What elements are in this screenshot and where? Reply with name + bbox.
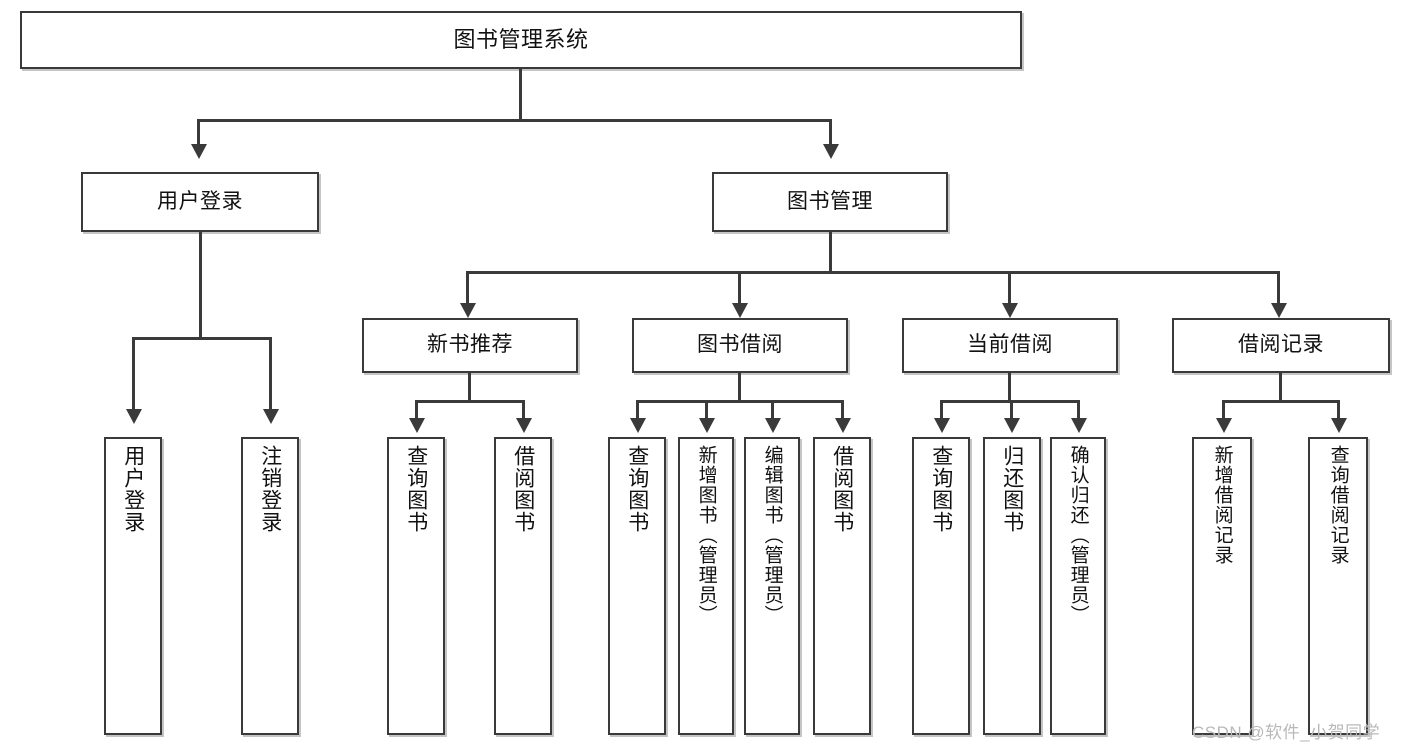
arrow-to-current-borrow — [1002, 303, 1018, 318]
connector-book-borrow-stem — [738, 373, 741, 402]
node-label: 查询借阅记录 — [1327, 445, 1349, 565]
leaf-logout[interactable]: 注销登录 — [241, 437, 299, 735]
arrow-to-leaf-edit-book — [765, 418, 781, 433]
connector-current-borrow-stem — [1008, 373, 1011, 402]
connector-book-manage-bus — [466, 271, 1280, 274]
node-current-borrow[interactable]: 当前借阅 — [902, 318, 1118, 373]
node-label: 图书管理系统 — [453, 27, 589, 53]
node-label: 新增借阅记录 — [1211, 445, 1233, 565]
connector-new-book-stem — [468, 373, 471, 402]
connector-user-login-drop-2 — [269, 337, 272, 411]
node-book-management[interactable]: 图书管理 — [712, 172, 948, 232]
connector-borrow-record-drop-2 — [1337, 400, 1340, 420]
arrow-to-leaf-query-book-1 — [409, 418, 425, 433]
node-label: 注销登录 — [258, 445, 282, 533]
connector-book-borrow-drop-4 — [841, 400, 844, 420]
leaf-edit-book-admin[interactable]: 编辑图书（管理员） — [744, 437, 800, 735]
node-label: 当前借阅 — [967, 333, 1053, 357]
arrow-to-leaf-query-record — [1331, 418, 1347, 433]
connector-to-new-book — [466, 271, 469, 305]
node-label: 编辑图书（管理员） — [761, 445, 783, 625]
node-label: 新书推荐 — [427, 333, 513, 357]
node-label: 借阅图书 — [511, 445, 535, 533]
connector-book-borrow-drop-2 — [705, 400, 708, 420]
leaf-query-borrow-record[interactable]: 查询借阅记录 — [1308, 437, 1368, 735]
node-label: 归还图书 — [1000, 445, 1024, 533]
connector-user-login-bus — [132, 337, 272, 340]
arrow-to-borrow-record — [1271, 303, 1287, 318]
connector-root-to-user-login — [197, 119, 200, 146]
connector-book-borrow-bus — [636, 400, 844, 403]
node-label: 图书借阅 — [697, 333, 783, 357]
node-root-system[interactable]: 图书管理系统 — [20, 11, 1022, 69]
arrow-to-leaf-borrow-book-2 — [835, 418, 851, 433]
connector-to-current-borrow — [1008, 271, 1011, 305]
connector-new-book-drop-2 — [522, 400, 525, 420]
node-new-book-recommend[interactable]: 新书推荐 — [362, 318, 578, 373]
arrow-to-book-borrow — [732, 303, 748, 318]
leaf-borrow-book-recommend[interactable]: 借阅图书 — [494, 437, 552, 735]
leaf-query-book-borrow[interactable]: 查询图书 — [608, 437, 666, 735]
arrow-to-leaf-logout — [263, 409, 279, 424]
connector-root-to-book-manage — [829, 119, 832, 146]
connector-borrow-record-bus — [1222, 400, 1340, 403]
node-borrow-record[interactable]: 借阅记录 — [1172, 318, 1390, 373]
leaf-query-book-recommend[interactable]: 查询图书 — [387, 437, 445, 735]
leaf-query-book-current[interactable]: 查询图书 — [912, 437, 970, 735]
connector-user-login-stem — [199, 232, 202, 339]
leaf-borrow-book-borrow[interactable]: 借阅图书 — [813, 437, 871, 735]
arrow-to-leaf-add-record — [1216, 418, 1232, 433]
node-label: 用户登录 — [157, 189, 243, 213]
connector-to-book-borrow — [738, 271, 741, 305]
leaf-confirm-return-admin[interactable]: 确认归还（管理员） — [1050, 437, 1106, 735]
node-label: 查询图书 — [404, 445, 428, 533]
arrow-to-leaf-query-book-2 — [630, 418, 646, 433]
node-label: 图书管理 — [787, 189, 873, 213]
node-label: 查询图书 — [625, 445, 649, 533]
connector-new-book-drop-1 — [415, 400, 418, 420]
connector-root-stem — [519, 69, 522, 120]
leaf-user-login[interactable]: 用户登录 — [104, 437, 162, 735]
arrow-to-user-login — [191, 144, 207, 159]
connector-to-borrow-record — [1277, 271, 1280, 305]
leaf-add-book-admin[interactable]: 新增图书（管理员） — [678, 437, 734, 735]
arrow-to-book-manage — [823, 144, 839, 159]
node-label: 借阅图书 — [830, 445, 854, 533]
connector-new-book-bus — [415, 400, 525, 403]
node-label: 用户登录 — [121, 445, 145, 533]
watermark: CSDN @软件_小贺同学 — [1192, 723, 1381, 742]
connector-book-borrow-drop-3 — [771, 400, 774, 420]
node-label: 借阅记录 — [1238, 333, 1324, 357]
connector-current-borrow-drop-1 — [940, 400, 943, 420]
connector-current-borrow-drop-2 — [1010, 400, 1013, 420]
arrow-to-leaf-user-login — [126, 409, 142, 424]
node-user-login[interactable]: 用户登录 — [81, 172, 319, 232]
connector-borrow-record-stem — [1279, 373, 1282, 402]
node-label: 确认归还（管理员） — [1067, 445, 1089, 625]
node-label: 查询图书 — [929, 445, 953, 533]
arrow-to-leaf-query-book-3 — [934, 418, 950, 433]
arrow-to-leaf-return-book — [1004, 418, 1020, 433]
connector-current-borrow-drop-3 — [1077, 400, 1080, 420]
node-label: 新增图书（管理员） — [695, 445, 717, 625]
node-book-borrow[interactable]: 图书借阅 — [632, 318, 848, 373]
arrow-to-leaf-add-book — [699, 418, 715, 433]
arrow-to-leaf-confirm-return — [1071, 418, 1087, 433]
connector-book-manage-stem — [829, 232, 832, 274]
connector-book-borrow-drop-1 — [636, 400, 639, 420]
leaf-return-book[interactable]: 归还图书 — [983, 437, 1041, 735]
connector-root-bus — [197, 119, 832, 122]
connector-user-login-drop-1 — [132, 337, 135, 411]
arrow-to-new-book — [460, 303, 476, 318]
leaf-add-borrow-record[interactable]: 新增借阅记录 — [1192, 437, 1252, 735]
arrow-to-leaf-borrow-book-1 — [516, 418, 532, 433]
connector-borrow-record-drop-1 — [1222, 400, 1225, 420]
